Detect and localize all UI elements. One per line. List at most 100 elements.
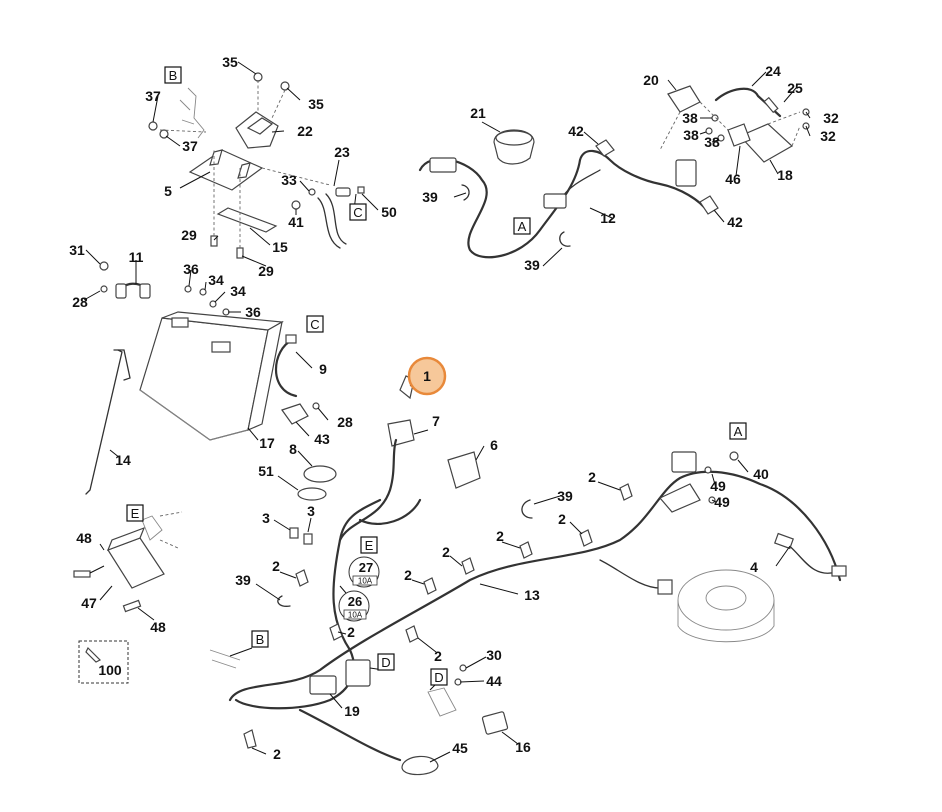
callout-8[interactable]: 8 bbox=[289, 441, 297, 457]
callout-17[interactable]: 17 bbox=[259, 435, 275, 451]
fuse-27-number: 27 bbox=[359, 560, 373, 575]
callout-50[interactable]: 50 bbox=[381, 204, 397, 220]
callout-36-bottom[interactable]: 36 bbox=[245, 304, 261, 320]
battery-bottom-edge bbox=[139, 389, 249, 441]
callout-51[interactable]: 51 bbox=[258, 463, 274, 479]
ref-box-e-left bbox=[126, 504, 144, 522]
callout-40[interactable]: 40 bbox=[753, 466, 769, 482]
callout-38-c[interactable]: 38 bbox=[704, 134, 720, 150]
callout-34-bottom[interactable]: 34 bbox=[230, 283, 246, 299]
callout-48-top[interactable]: 48 bbox=[76, 530, 92, 546]
callout-35-right[interactable]: 35 bbox=[308, 96, 324, 112]
callout-2-a[interactable]: 2 bbox=[588, 469, 596, 485]
callout-3-left[interactable]: 3 bbox=[262, 510, 270, 526]
callout-47[interactable]: 47 bbox=[81, 595, 97, 611]
callout-48-bottom[interactable]: 48 bbox=[150, 619, 166, 635]
bracket-assembly bbox=[148, 72, 331, 259]
part-3-fuse-right bbox=[303, 533, 313, 545]
callout-42-top[interactable]: 42 bbox=[568, 123, 584, 139]
callout-19[interactable]: 19 bbox=[344, 703, 360, 719]
callout-42-bottom[interactable]: 42 bbox=[727, 214, 743, 230]
callout-2-bottom[interactable]: 2 bbox=[273, 746, 281, 762]
callout-28-right[interactable]: 28 bbox=[337, 414, 353, 430]
callout-36-top[interactable]: 36 bbox=[183, 261, 199, 277]
callout-16[interactable]: 16 bbox=[515, 739, 531, 755]
callout-49-b[interactable]: 49 bbox=[714, 494, 730, 510]
callout-38-a[interactable]: 38 bbox=[682, 110, 698, 126]
ref-letter-d-bottom: D bbox=[434, 670, 443, 685]
callout-2-e[interactable]: 2 bbox=[404, 567, 412, 583]
callout-38-b[interactable]: 38 bbox=[683, 127, 699, 143]
harness-13-loop bbox=[234, 498, 382, 710]
callout-2-f[interactable]: 2 bbox=[434, 648, 442, 664]
battery-terminal-neg bbox=[171, 317, 189, 328]
callout-11[interactable]: 11 bbox=[129, 249, 144, 265]
harness-13 bbox=[228, 438, 847, 762]
part-22-top bbox=[246, 117, 274, 135]
callout-44[interactable]: 44 bbox=[486, 673, 502, 689]
callout-31[interactable]: 31 bbox=[69, 242, 85, 258]
callout-30[interactable]: 30 bbox=[486, 647, 502, 663]
pto-clutch-inner bbox=[705, 585, 747, 611]
callout-49-a[interactable]: 49 bbox=[710, 478, 726, 494]
callout-32-bottom[interactable]: 32 bbox=[820, 128, 836, 144]
callout-39-mid[interactable]: 39 bbox=[524, 257, 540, 273]
harness-13-plug bbox=[657, 579, 673, 595]
callout-100[interactable]: 100 bbox=[98, 662, 122, 678]
part-15-strip bbox=[216, 207, 278, 233]
callout-32-top[interactable]: 32 bbox=[823, 110, 839, 126]
callout-18[interactable]: 18 bbox=[777, 167, 793, 183]
callout-6[interactable]: 6 bbox=[490, 437, 498, 453]
callout-22[interactable]: 22 bbox=[297, 123, 313, 139]
callout-2-b[interactable]: 2 bbox=[558, 511, 566, 527]
plate-tab-right bbox=[237, 162, 251, 179]
callout-45[interactable]: 45 bbox=[452, 740, 468, 756]
callout-2-h[interactable]: 2 bbox=[347, 624, 355, 640]
callout-7[interactable]: 7 bbox=[432, 413, 440, 429]
callout-39-left[interactable]: 39 bbox=[235, 572, 251, 588]
callout-37-top[interactable]: 37 bbox=[145, 88, 161, 104]
callout-1[interactable]: 1 bbox=[423, 368, 431, 384]
callout-20[interactable]: 20 bbox=[643, 72, 659, 88]
callout-41[interactable]: 41 bbox=[288, 214, 304, 230]
callout-43[interactable]: 43 bbox=[314, 431, 330, 447]
ghost-e-connector bbox=[141, 515, 163, 541]
callout-24[interactable]: 24 bbox=[765, 63, 781, 79]
highlight-circle[interactable] bbox=[407, 356, 447, 396]
callout-4[interactable]: 4 bbox=[750, 559, 758, 575]
callout-28-left[interactable]: 28 bbox=[72, 294, 88, 310]
ref-box-a-right bbox=[729, 422, 747, 440]
callout-2-d[interactable]: 2 bbox=[442, 544, 450, 560]
harness-12-plug-mid bbox=[543, 193, 567, 209]
callout-21[interactable]: 21 bbox=[470, 105, 486, 121]
part-28-nut-right bbox=[312, 402, 320, 410]
callout-29-left[interactable]: 29 bbox=[181, 227, 197, 243]
callout-39-top[interactable]: 39 bbox=[422, 189, 438, 205]
callout-25[interactable]: 25 bbox=[787, 80, 803, 96]
callout-34-top[interactable]: 34 bbox=[208, 272, 224, 288]
callout-2-g[interactable]: 2 bbox=[272, 558, 280, 574]
callout-13[interactable]: 13 bbox=[524, 587, 540, 603]
callout-12[interactable]: 12 bbox=[600, 210, 616, 226]
battery-area bbox=[85, 261, 320, 495]
callout-35-top[interactable]: 35 bbox=[222, 54, 238, 70]
ref-letter-e-mid: E bbox=[365, 538, 374, 553]
part-20-relay bbox=[667, 85, 701, 113]
ref-box-c-top bbox=[349, 203, 367, 221]
callout-2-c[interactable]: 2 bbox=[496, 528, 504, 544]
callout-9[interactable]: 9 bbox=[319, 361, 327, 377]
callout-5[interactable]: 5 bbox=[164, 183, 172, 199]
callout-37-bottom[interactable]: 37 bbox=[182, 138, 198, 154]
callout-39-right[interactable]: 39 bbox=[557, 488, 573, 504]
callout-14[interactable]: 14 bbox=[115, 452, 131, 468]
callout-15[interactable]: 15 bbox=[272, 239, 288, 255]
part-19-holder bbox=[345, 659, 371, 687]
callout-29-right[interactable]: 29 bbox=[258, 263, 274, 279]
callout-23[interactable]: 23 bbox=[334, 144, 350, 160]
callout-labels: 1 35 35 37 37 22 5 23 33 41 50 29 15 29 … bbox=[69, 54, 839, 762]
part-43-cap bbox=[281, 403, 309, 425]
callout-33[interactable]: 33 bbox=[281, 172, 297, 188]
callout-3-right[interactable]: 3 bbox=[307, 503, 315, 519]
callout-46[interactable]: 46 bbox=[725, 171, 741, 187]
